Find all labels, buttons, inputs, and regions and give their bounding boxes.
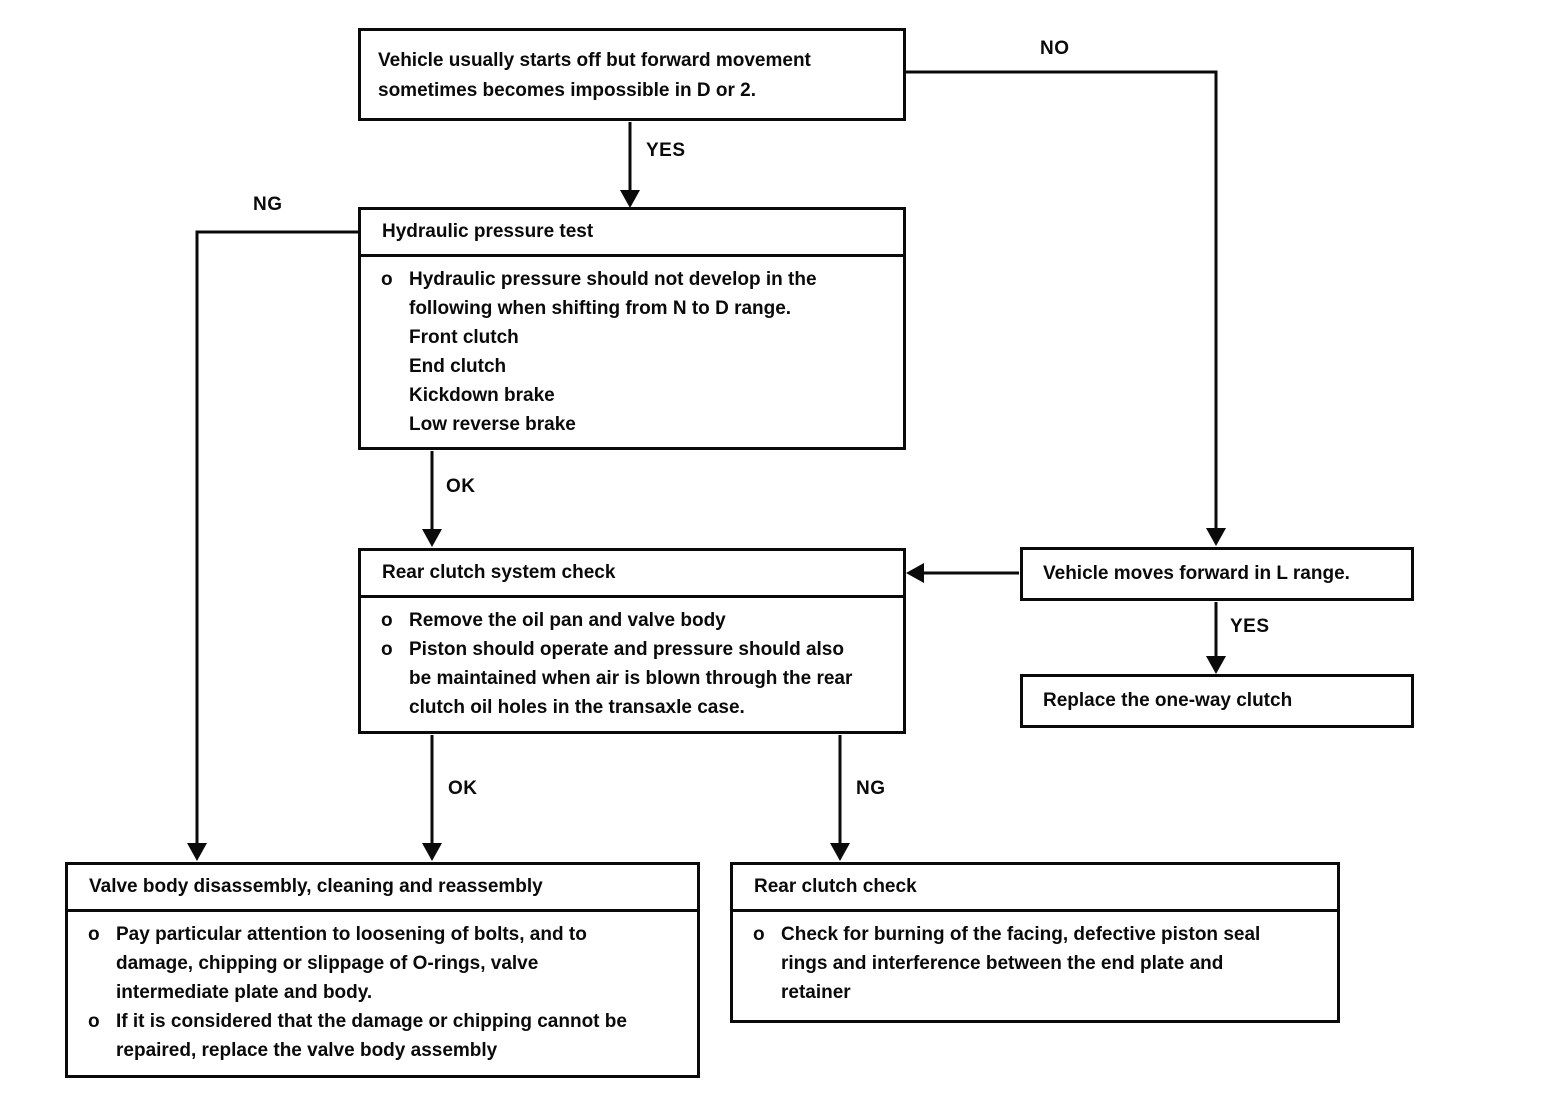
label-yes-start: YES [646,140,686,161]
start-condition-text: Vehicle usually starts off but forward m… [378,50,811,101]
l-range-check-box: Vehicle moves forward in L range. [1020,547,1414,601]
bullet-marker: o [753,924,765,945]
connector-no-start-to-l-range [906,70,1226,546]
list-item: o Pay particular attention to loosening … [88,920,647,1007]
list-item-text: Front clutch [409,327,519,348]
bullet-marker: o [88,924,100,945]
l-range-check-text: Vehicle moves forward in L range. [1043,563,1350,584]
arrowhead-down-icon [830,843,850,861]
rear-clutch-system-check-body: o Remove the oil pan and valve body o Pi… [361,598,903,722]
connector-ng-rear-system-to-rear-check [830,735,850,861]
arrowhead-down-icon [620,190,640,208]
replace-one-way-clutch-box: Replace the one-way clutch [1020,674,1414,728]
list-item: o If it is considered that the damage or… [88,1007,647,1065]
arrowhead-down-icon [422,529,442,547]
rear-clutch-check-box: Rear clutch check o Check for burning of… [730,862,1340,1023]
list-item: Kickdown brake [381,381,858,410]
list-item: o Hydraulic pressure should not develop … [381,265,858,323]
list-item-text: Piston should operate and pressure shoul… [409,639,853,718]
label-no-start: NO [1040,38,1070,59]
list-item-text: Pay particular attention to loosening of… [116,924,587,1003]
connector-yes-start-to-hydraulic [620,122,640,208]
list-item-text: Remove the oil pan and valve body [409,610,726,631]
hydraulic-pressure-test-body: o Hydraulic pressure should not develop … [361,257,903,439]
hydraulic-pressure-test-title: Hydraulic pressure test [361,210,903,257]
list-item-text: Low reverse brake [409,414,576,435]
rear-clutch-system-check-box: Rear clutch system check o Remove the oi… [358,548,906,734]
bullet-marker: o [381,610,393,631]
connector-l-range-to-rear-system [906,563,1019,583]
bullet-marker: o [381,269,393,290]
rear-clutch-check-body: o Check for burning of the facing, defec… [733,912,1337,1007]
valve-body-disassembly-body: o Pay particular attention to loosening … [68,912,697,1065]
list-item: Front clutch [381,323,858,352]
arrowhead-down-icon [422,843,442,861]
list-item-text: Check for burning of the facing, defecti… [781,924,1261,1003]
connector-ng-hydraulic-to-valve-body [187,230,358,861]
arrowhead-left-icon [906,563,924,583]
start-condition-box: Vehicle usually starts off but forward m… [358,28,906,121]
connector-ok-hydraulic-to-rear-system [422,451,442,547]
list-item: Low reverse brake [381,410,858,439]
bullet-marker: o [381,639,393,660]
arrowhead-down-icon [187,843,207,861]
label-ng-hydraulic: NG [253,194,283,215]
rear-clutch-check-title: Rear clutch check [733,865,1337,912]
connector-ok-rear-system-to-valve-body [422,735,442,861]
rear-clutch-system-check-title: Rear clutch system check [361,551,903,598]
list-item-text: End clutch [409,356,507,377]
list-item: o Piston should operate and pressure sho… [381,635,861,722]
replace-one-way-clutch-text: Replace the one-way clutch [1043,690,1293,711]
label-yes-l-range: YES [1230,616,1270,637]
list-item-text: Kickdown brake [409,385,555,406]
list-item: o Remove the oil pan and valve body [381,606,861,635]
connector-yes-l-range-to-replace [1206,602,1226,674]
valve-body-disassembly-title: Valve body disassembly, cleaning and rea… [68,865,697,912]
label-ok-hydraulic: OK [446,476,476,497]
list-item-text: If it is considered that the damage or c… [116,1011,627,1061]
valve-body-disassembly-box: Valve body disassembly, cleaning and rea… [65,862,700,1078]
list-item-text: Hydraulic pressure should not develop in… [409,269,817,319]
label-ok-rear-system: OK [448,778,478,799]
arrowhead-down-icon [1206,656,1226,674]
bullet-marker: o [88,1011,100,1032]
label-ng-rear-system: NG [856,778,886,799]
list-item: o Check for burning of the facing, defec… [753,920,1275,1007]
arrowhead-down-icon [1206,528,1226,546]
hydraulic-pressure-test-box: Hydraulic pressure test o Hydraulic pres… [358,207,906,450]
list-item: End clutch [381,352,858,381]
